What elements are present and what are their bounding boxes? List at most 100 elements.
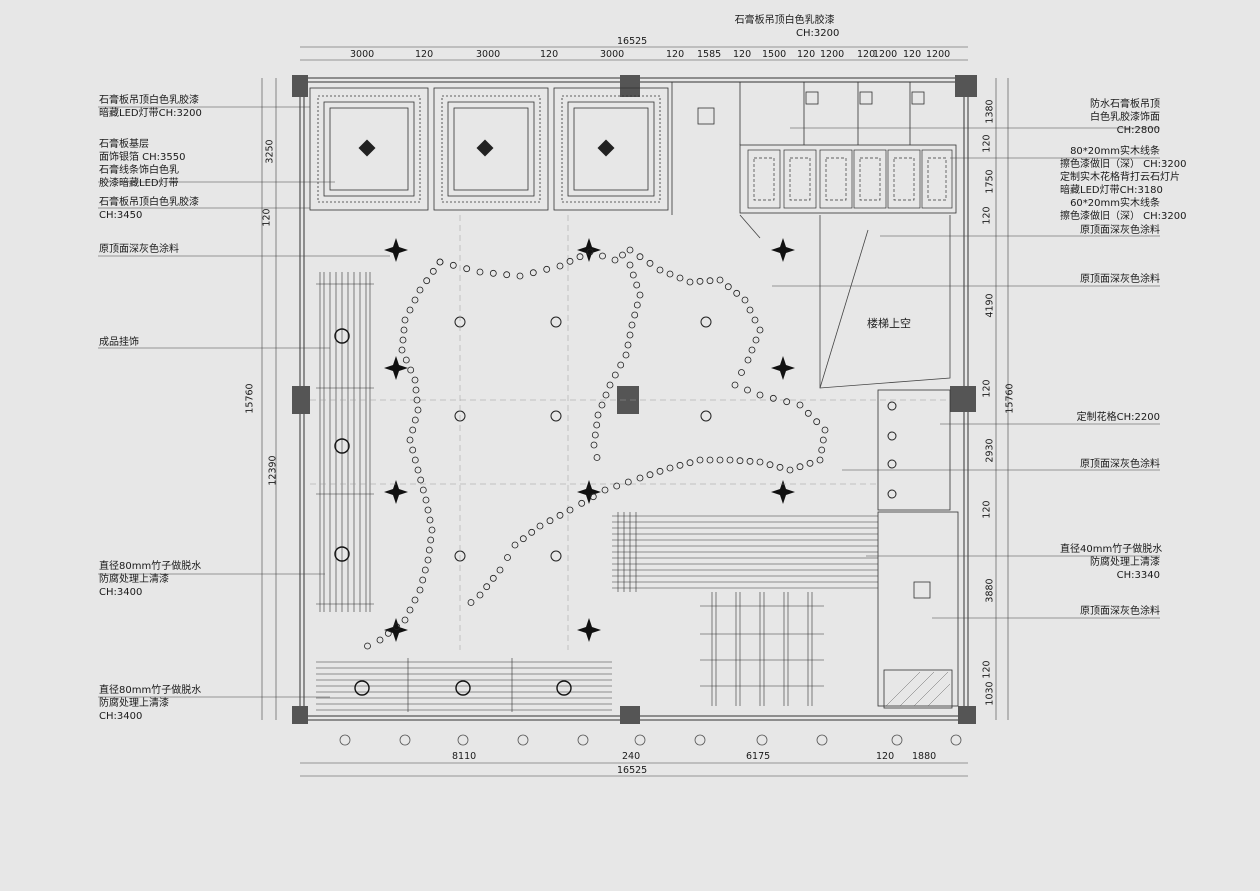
left-annotation-3-line-0: 原顶面深灰色涂料: [99, 244, 179, 255]
top-dim-5: 120: [666, 49, 685, 60]
bamboo-center: [612, 512, 878, 592]
top-dim-6: 1585: [697, 49, 722, 60]
downlight-23: [419, 486, 427, 494]
right-annotation-6-line-1: 防腐处理上清漆: [1090, 557, 1160, 568]
right-total-dim: 15760: [1004, 383, 1016, 414]
right-dim-5: 120: [981, 379, 993, 398]
downlight-134: [622, 351, 630, 359]
downlight-57: [626, 246, 634, 254]
right-dim-3: 120: [981, 206, 993, 225]
downlight-130: [631, 311, 639, 319]
top-dim-0: 3000: [350, 49, 375, 60]
downlight-15: [414, 406, 422, 414]
downlight-21: [414, 466, 422, 474]
downlight-27: [428, 526, 436, 534]
downlight-45: [489, 269, 497, 277]
downlight-123: [476, 591, 484, 599]
right-annotation-0-line-1: 白色乳胶漆饰面: [1090, 112, 1160, 123]
left-annotation-5-line-1: 防腐处理上清漆: [99, 574, 169, 585]
downlight-30: [424, 556, 432, 564]
downlight-70: [746, 306, 754, 314]
right-annotation-1-line-3: 暗藏LED灯带CH:3180: [1060, 185, 1163, 196]
right-annotation-0-line-2: CH:2800: [1116, 125, 1160, 136]
downlight-11: [407, 366, 415, 374]
bottom-dim-4: 1880: [912, 751, 937, 762]
downlight-106: [636, 474, 644, 482]
right-annotation-4: 定制花格CH:2200: [1060, 411, 1160, 424]
downlight-10: [402, 356, 410, 364]
stair-void-label: 楼梯上空: [867, 317, 911, 330]
top-dim-12: 1200: [873, 49, 898, 60]
downlight-59: [646, 259, 654, 267]
downlight-5: [406, 306, 414, 314]
downlight-77: [731, 381, 739, 389]
downlight-114: [546, 517, 554, 525]
downlight-46: [503, 271, 511, 279]
downlight-82: [796, 401, 804, 409]
top-ceiling-note: 石膏板吊顶白色乳胶漆 CH:3200: [730, 14, 840, 40]
downlight-117: [519, 535, 527, 543]
downlight-72: [756, 326, 764, 334]
downlight-94: [756, 458, 764, 466]
bottom-dim-0: 8110: [452, 751, 477, 762]
downlight-75: [744, 356, 752, 364]
downlight-16: [411, 416, 419, 424]
downlight-25: [424, 506, 432, 514]
downlight-101: [686, 459, 694, 467]
downlight-118: [511, 541, 519, 549]
downlight-142: [591, 431, 599, 439]
downlight-3: [416, 286, 424, 294]
left-annotation-5-line-0: 直径80mm竹子做脱水: [99, 561, 202, 572]
downlight-51: [566, 257, 574, 265]
right-dim-10: 1030: [984, 681, 996, 706]
downlight-109: [601, 486, 609, 494]
downlight-13: [412, 386, 420, 394]
downlight-91: [786, 466, 794, 474]
downlight-8: [399, 336, 407, 344]
downlight-9: [398, 346, 406, 354]
downlight-119: [504, 554, 511, 561]
downlight-7: [400, 326, 408, 334]
left-annotation-6-line-0: 直径80mm竹子做脱水: [99, 685, 202, 696]
pendant-fixtures: [334, 328, 572, 696]
right-dim-4: 4190: [984, 293, 996, 318]
left-total-dim: 15760: [244, 383, 256, 414]
bottom-dim-2: 6175: [746, 751, 771, 762]
downlight-6: [401, 316, 409, 324]
left-annotation-0: 石膏板吊顶白色乳胶漆暗藏LED灯带CH:3200: [99, 94, 202, 120]
right-annotation-1-line-4: 60*20mm实木线条: [1070, 198, 1160, 209]
downlight-62: [676, 274, 684, 282]
downlight-143: [590, 441, 598, 449]
downlight-19: [409, 446, 417, 454]
downlight-41: [436, 258, 444, 266]
downlight-125: [626, 261, 634, 269]
right-dim-8: 3880: [984, 578, 996, 603]
right-annotation-4-line-0: 定制花格CH:2200: [1076, 412, 1160, 423]
downlight-49: [543, 265, 551, 273]
downlight-107: [624, 478, 632, 486]
top-dim-13: 120: [903, 49, 922, 60]
downlight-40: [364, 642, 371, 650]
right-annotation-6-line-0: 直径40mm竹子做脱水: [1060, 544, 1163, 555]
downlight-89: [806, 459, 814, 467]
downlight-48: [529, 269, 537, 277]
downlight-113: [556, 511, 564, 519]
downlight-26: [426, 516, 434, 524]
downlight-124: [467, 599, 475, 606]
bamboo-bottom: [316, 658, 612, 712]
right-annotation-3-line-0: 原顶面深灰色涂料: [1080, 274, 1160, 285]
downlight-112: [566, 506, 574, 514]
right-annotation-1-line-2: 定制实木花格背打云石灯片: [1060, 172, 1180, 183]
downlight-53: [586, 248, 594, 256]
left-dim-2: 12390: [267, 455, 279, 486]
downlight-14: [413, 396, 421, 404]
downlight-87: [818, 446, 826, 454]
downlight-37: [393, 623, 401, 631]
downlight-120: [496, 566, 504, 574]
downlight-28: [427, 536, 435, 544]
